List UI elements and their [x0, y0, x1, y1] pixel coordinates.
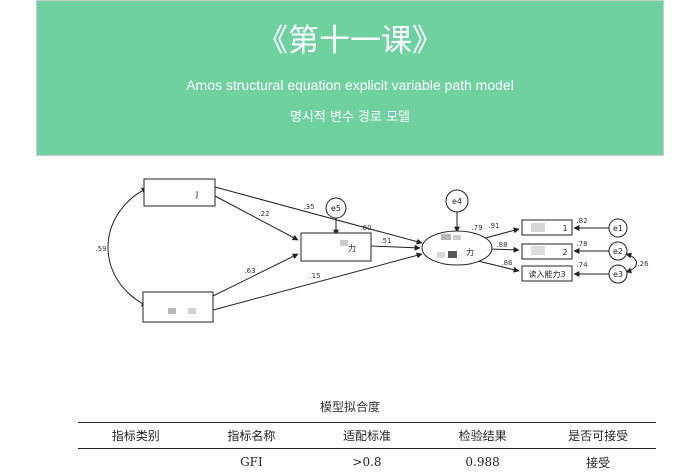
blur-patch [168, 308, 176, 314]
header-cell: 是否可接受 [540, 423, 656, 449]
coef-top-to-mid: .22 [258, 210, 269, 218]
header-cell: 指标名称 [194, 423, 310, 449]
ellipse-label: 力 [466, 247, 474, 257]
item2-label: 2 [562, 248, 567, 257]
path-bottom-to-ellipse [213, 254, 422, 310]
table-row: GFI >0.8 0.988 接受 [78, 449, 656, 475]
coef-bottom-to-ellipse: .15 [309, 272, 320, 280]
blur-patch [453, 235, 461, 240]
item1-label: 1 [562, 224, 567, 233]
box-middle-label: 力 [348, 243, 356, 253]
path-ellipse-to-item3 [478, 261, 519, 271]
blur-patch [441, 234, 451, 240]
blur-patch [188, 308, 196, 314]
path-bottom-to-middle [213, 254, 298, 296]
e3-label: e3 [613, 270, 623, 279]
coef-corr-left: .59 [95, 245, 106, 253]
box-top-left [144, 179, 215, 206]
box-middle [301, 233, 371, 261]
korean-subtitle: 명시적 변수 경로 모델 [37, 106, 663, 125]
blur-patch [448, 251, 457, 258]
blur-patch [531, 246, 545, 255]
title-banner: 《第十一课》 Amos structural equation explicit… [36, 0, 664, 156]
e1-label: e1 [613, 224, 623, 233]
path-model-diagram: J 力 力 1 2 读入能力3 e1 e2 e3 e4 e5 .59 .22 .… [0, 160, 700, 360]
table-cell: 接受 [540, 449, 656, 475]
e4-label: e4 [452, 197, 462, 206]
table-cell: GFI [194, 449, 310, 475]
lesson-title: 《第十一课》 [37, 15, 663, 60]
header-cell: 指标类别 [78, 423, 194, 449]
table-cell [78, 449, 194, 475]
coef-r2-item2: .78 [576, 240, 587, 248]
english-subtitle: Amos structural equation explicit variab… [37, 77, 663, 93]
blur-patch [437, 252, 445, 258]
coef-ellipse-item1: .79 [471, 224, 482, 232]
coef-ellipse-item2: .88 [496, 241, 507, 249]
blur-patch [340, 240, 348, 246]
coef-ellipse-item3: .86 [501, 259, 513, 267]
model-fit-table: 指标类别 指标名称 适配标准 检验结果 是否可接受 GFI >0.8 0.988… [78, 422, 656, 475]
coef-r2-item1: .91 [488, 222, 499, 230]
table-cell: >0.8 [309, 449, 425, 475]
coef-corr-e2-e3: .26 [637, 260, 649, 268]
box-top-left-label: J [195, 190, 198, 199]
path-top-to-middle [215, 196, 298, 240]
blur-patch [531, 223, 545, 232]
coef-e1: .82 [576, 217, 587, 225]
coef-mid-to-ellipse: .51 [380, 237, 391, 245]
coef-r2-item3: .74 [576, 261, 588, 269]
coef-bottom-to-mid: .63 [244, 267, 255, 275]
header-cell: 适配标准 [309, 423, 425, 449]
e2-label: e2 [613, 247, 623, 256]
path-middle-to-ellipse [371, 246, 420, 248]
header-cell: 检验结果 [425, 423, 541, 449]
correlation-arc-e2-e3 [626, 254, 637, 272]
box-bottom-left [143, 292, 213, 322]
fit-table-title: 模型拟合度 [0, 398, 700, 415]
e5-label: e5 [331, 204, 341, 213]
item3-label: 读入能力3 [528, 269, 565, 279]
table-cell: 0.988 [425, 449, 541, 475]
coef-e5-to-mid: .60 [360, 224, 371, 232]
coef-top-to-ellipse: .35 [303, 203, 314, 211]
path-ellipse-to-item2 [490, 249, 519, 250]
correlation-arc-left [108, 188, 147, 306]
table-header-row: 指标类别 指标名称 适配标准 检验结果 是否可接受 [78, 423, 656, 449]
